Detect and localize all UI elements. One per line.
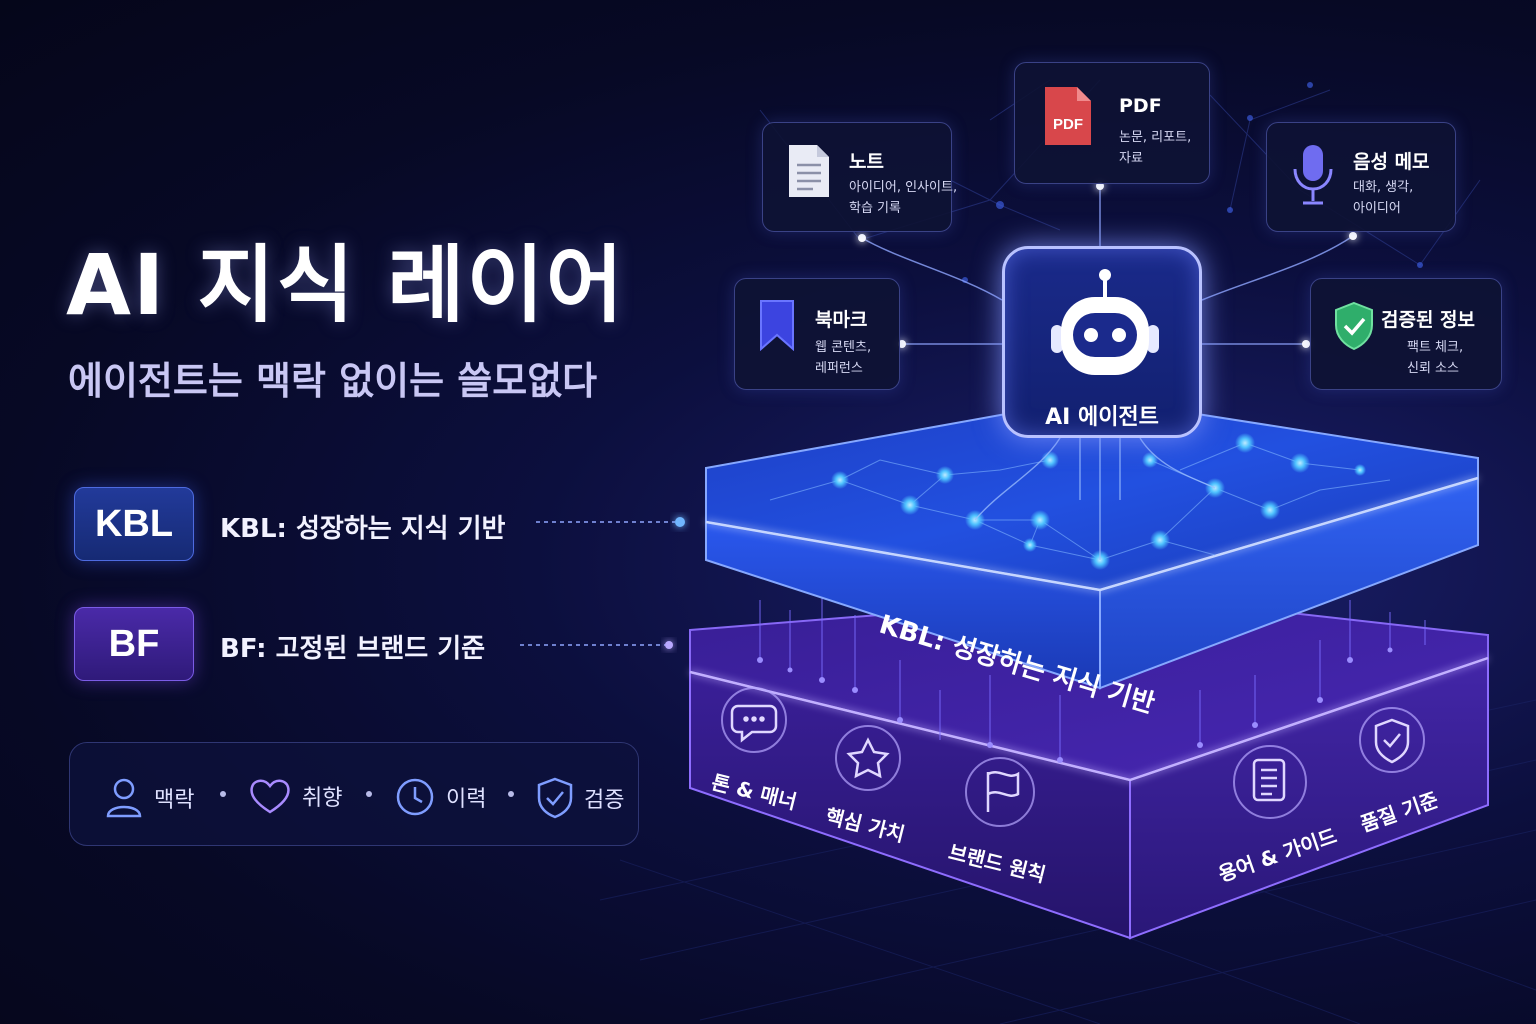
card-desc-line2: 자료 xyxy=(1119,151,1143,166)
legend-separator xyxy=(508,791,514,797)
quality-shield-icon xyxy=(1374,718,1410,764)
agent-label: AI 에이전트 xyxy=(1045,405,1159,430)
bookmark-icon xyxy=(760,300,794,351)
card-title: 음성 메모 xyxy=(1353,151,1430,173)
shield-check-icon xyxy=(537,777,573,819)
legend-item-preference: 취향 xyxy=(248,776,342,816)
guide-document-icon xyxy=(1252,758,1286,802)
legend-label: 맥락 xyxy=(154,788,195,813)
bf-badge: BF xyxy=(74,607,194,681)
card-desc-line1: 논문, 리포트, xyxy=(1119,130,1192,145)
microphone-icon xyxy=(1293,145,1333,205)
source-card-bookmark: 북마크 웹 콘텐츠, 레퍼런스 xyxy=(734,278,900,390)
source-card-verified: 검증된 정보 팩트 체크, 신뢰 소스 xyxy=(1310,278,1502,390)
heart-icon xyxy=(250,779,290,814)
legend-label: 검증 xyxy=(584,788,625,813)
legend-item-verification: 검증 xyxy=(536,776,624,820)
verified-shield-icon xyxy=(1335,301,1373,351)
legend-label: 취향 xyxy=(302,786,343,811)
card-desc-line1: 아이디어, 인사이트, xyxy=(849,180,958,195)
clock-icon xyxy=(396,778,434,816)
card-desc-line2: 레퍼런스 xyxy=(815,361,863,376)
kbl-badge: KBL xyxy=(74,487,194,561)
card-desc-line2: 학습 기록 xyxy=(849,201,901,216)
robot-icon xyxy=(1051,269,1159,375)
page-title: AI 지식 레이어 xyxy=(66,236,626,334)
card-desc-line2: 아이디어 xyxy=(1353,201,1401,216)
document-icon xyxy=(789,145,829,197)
pdf-icon: PDF xyxy=(1045,87,1091,145)
card-title: PDF xyxy=(1119,95,1162,117)
flag-icon xyxy=(986,771,1020,812)
legend-bar: 맥락 취향 이력 검증 xyxy=(69,742,639,846)
source-card-note: 노트 아이디어, 인사이트, 학습 기록 xyxy=(762,122,957,232)
card-desc-line1: 웹 콘텐츠, xyxy=(815,340,872,355)
card-title: 북마크 xyxy=(815,309,868,331)
person-icon xyxy=(106,778,142,818)
kbl-slab xyxy=(705,396,1479,690)
star-icon xyxy=(846,737,890,779)
legend-item-history: 이력 xyxy=(394,776,486,818)
card-desc-line1: 대화, 생각, xyxy=(1353,180,1414,195)
legend-separator xyxy=(220,791,226,797)
kbl-description: KBL: 성장하는 지식 기반 xyxy=(220,514,506,544)
page-subtitle: 에이전트는 맥락 없이는 쓸모없다 xyxy=(68,359,598,403)
chat-bubble-icon xyxy=(730,704,778,743)
card-desc-line2: 신뢰 소스 xyxy=(1407,361,1459,376)
bf-slab xyxy=(689,593,1489,940)
card-title: 검증된 정보 xyxy=(1381,309,1476,331)
source-card-pdf: PDF PDF 논문, 리포트, 자료 xyxy=(1014,62,1210,184)
card-title: 노트 xyxy=(849,151,884,173)
pdf-icon-text: PDF xyxy=(1053,116,1083,133)
legend-separator xyxy=(366,791,372,797)
bf-description: BF: 고정된 브랜드 기준 xyxy=(220,634,486,664)
legend-label: 이력 xyxy=(446,787,487,812)
legend-item-context: 맥락 xyxy=(104,776,194,820)
source-card-voice: 음성 메모 대화, 생각, 아이디어 xyxy=(1266,122,1456,232)
card-desc-line1: 팩트 체크, xyxy=(1407,340,1464,355)
ai-agent-node: AI 에이전트 xyxy=(1002,246,1202,438)
